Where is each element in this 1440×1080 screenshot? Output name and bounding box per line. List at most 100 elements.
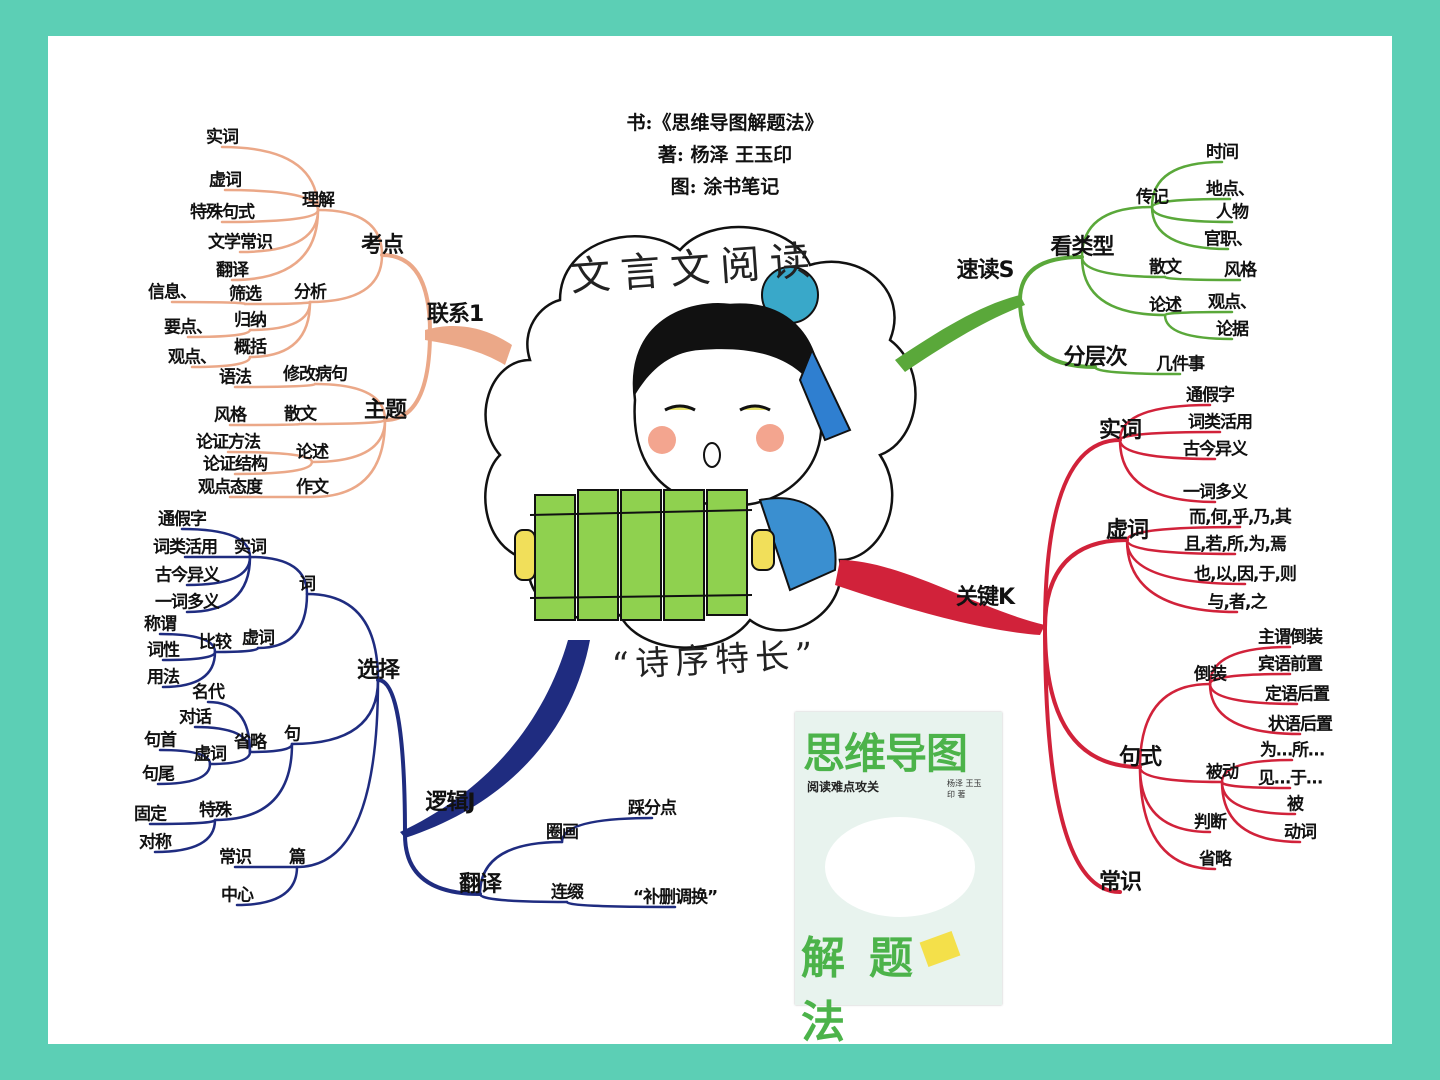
branch-line-guanjian xyxy=(1220,780,1302,844)
node-luoji: 称谓 xyxy=(144,614,177,635)
branch-line-luoji xyxy=(153,818,217,854)
node-luoji: 通假字 xyxy=(158,509,207,530)
node-luoji: 虚词 xyxy=(194,744,227,765)
node-guanjian: 判断 xyxy=(1194,812,1227,833)
node-lianxi: 主题 xyxy=(363,398,407,423)
branch-line-sudu xyxy=(1150,160,1224,209)
branch-line-lianxi xyxy=(190,355,252,369)
cover-title-bottom: 解题法 xyxy=(801,933,937,1048)
node-luoji: 对称 xyxy=(139,832,172,853)
node-lianxi: 归纳 xyxy=(234,310,267,331)
node-luoji: 圈画 xyxy=(546,822,579,843)
node-lianxi: 虚词 xyxy=(209,170,242,191)
branch-line-sudu xyxy=(1018,255,1084,302)
branch-line-sudu xyxy=(1018,298,1097,369)
branch-line-luoji xyxy=(560,816,654,844)
node-lianxi: 文学常识 xyxy=(208,232,273,253)
node-luoji: 连缀 xyxy=(551,882,584,903)
branch-line-lianxi xyxy=(230,208,320,282)
branch-line-guanjian xyxy=(1138,682,1212,769)
node-luoji: 句 xyxy=(284,724,301,745)
branch-line-lianxi xyxy=(316,208,384,257)
root-luoji xyxy=(400,640,590,838)
branch-line-lianxi xyxy=(228,422,302,427)
book-line: 书:《思维导图解题法》 xyxy=(626,112,824,134)
branch-root-guanjian: 关键K xyxy=(955,585,1015,610)
node-lianxi: 筛选 xyxy=(229,284,262,305)
node-lianxi: 信息、 xyxy=(148,282,197,303)
branch-line-lianxi xyxy=(383,330,432,422)
authors-line: 著: 杨泽 王玉印 xyxy=(657,144,793,166)
node-sudu: 散文 xyxy=(1149,257,1182,278)
node-lianxi: 分析 xyxy=(294,282,327,303)
node-luoji: 翻译 xyxy=(458,872,502,897)
node-luoji: 特殊 xyxy=(199,800,232,821)
branch-line-luoji xyxy=(213,646,260,654)
branch-line-luoji xyxy=(565,900,677,909)
node-luoji: 中心 xyxy=(221,885,254,906)
branch-line-sudu xyxy=(1163,313,1234,341)
node-luoji: 固定 xyxy=(134,804,167,825)
node-luoji: 句首 xyxy=(144,730,177,751)
node-guanjian: 动词 xyxy=(1284,822,1317,843)
node-lianxi: 修改病句 xyxy=(283,364,348,385)
branch-line-lianxi xyxy=(220,145,320,212)
branch-line-guanjian xyxy=(1220,758,1294,784)
branch-line-lianxi xyxy=(308,253,384,304)
branch-line-luoji xyxy=(161,650,217,689)
root-lianxi xyxy=(425,325,512,365)
node-sudu: 风格 xyxy=(1224,260,1257,281)
branch-line-guanjian xyxy=(1118,403,1212,442)
branch-line-guanjian xyxy=(1208,672,1292,686)
node-luoji: 古今异义 xyxy=(155,565,220,586)
node-lianxi: 理解 xyxy=(302,190,335,211)
node-luoji: 虚词 xyxy=(242,628,275,649)
branch-line-guanjian xyxy=(1208,645,1292,686)
node-lianxi: 散文 xyxy=(284,404,317,425)
node-guanjian: 也,以,因,于,则 xyxy=(1194,564,1297,585)
node-sudu: 时间 xyxy=(1206,142,1239,163)
node-luoji: 常识 xyxy=(219,847,252,868)
branch-line-luoji xyxy=(158,632,217,654)
node-luoji: 省略 xyxy=(234,732,267,753)
branch-line-luoji xyxy=(295,678,380,869)
branch-line-lianxi xyxy=(226,450,314,464)
branch-line-lianxi xyxy=(310,418,387,499)
node-guanjian: 古今异义 xyxy=(1183,439,1248,460)
branch-line-luoji xyxy=(478,892,569,904)
node-guanjian: 通假字 xyxy=(1186,385,1235,406)
branch-line-luoji xyxy=(376,678,407,837)
branch-line-guanjian xyxy=(1125,525,1242,542)
node-lianxi: 风格 xyxy=(214,405,247,426)
node-luoji: 名代 xyxy=(192,682,225,703)
node-guanjian: 为…所… xyxy=(1260,740,1325,761)
node-lianxi: 特殊句式 xyxy=(190,202,255,223)
node-luoji: 词性 xyxy=(147,640,180,661)
node-sudu: 官职、 xyxy=(1204,229,1253,250)
node-guanjian: 与,者,之 xyxy=(1207,592,1268,613)
node-guanjian: 被动 xyxy=(1206,762,1239,783)
node-luoji: 用法 xyxy=(147,667,180,688)
cover-illustration xyxy=(825,817,975,917)
illustrator-line: 图: 涂书笔记 xyxy=(670,176,780,198)
node-lianxi: 翻译 xyxy=(216,260,249,281)
node-guanjian: 省略 xyxy=(1199,849,1232,870)
branch-line-lianxi xyxy=(248,300,312,359)
node-lianxi: 观点态度 xyxy=(198,477,263,498)
node-sudu: 传记 xyxy=(1136,187,1169,208)
node-luoji: 实词 xyxy=(234,537,267,558)
branch-line-luoji xyxy=(235,865,299,907)
branch-root-sudu: 速读S xyxy=(956,258,1015,283)
node-luoji: 比较 xyxy=(199,632,232,653)
node-sudu: 论据 xyxy=(1216,319,1249,340)
node-sudu: 论述 xyxy=(1149,295,1182,316)
node-lianxi: 语法 xyxy=(219,367,252,388)
node-lianxi: 作文 xyxy=(296,477,329,498)
branch-line-luoji xyxy=(305,592,380,682)
cover-authors: 杨泽 王玉印 著 xyxy=(947,779,982,799)
node-guanjian: 见…于… xyxy=(1258,768,1323,789)
branch-line-lianxi xyxy=(186,328,252,339)
branch-line-lianxi xyxy=(233,382,317,389)
node-guanjian: 而,何,乎,乃,其 xyxy=(1189,507,1292,528)
branch-line-luoji xyxy=(256,592,309,650)
